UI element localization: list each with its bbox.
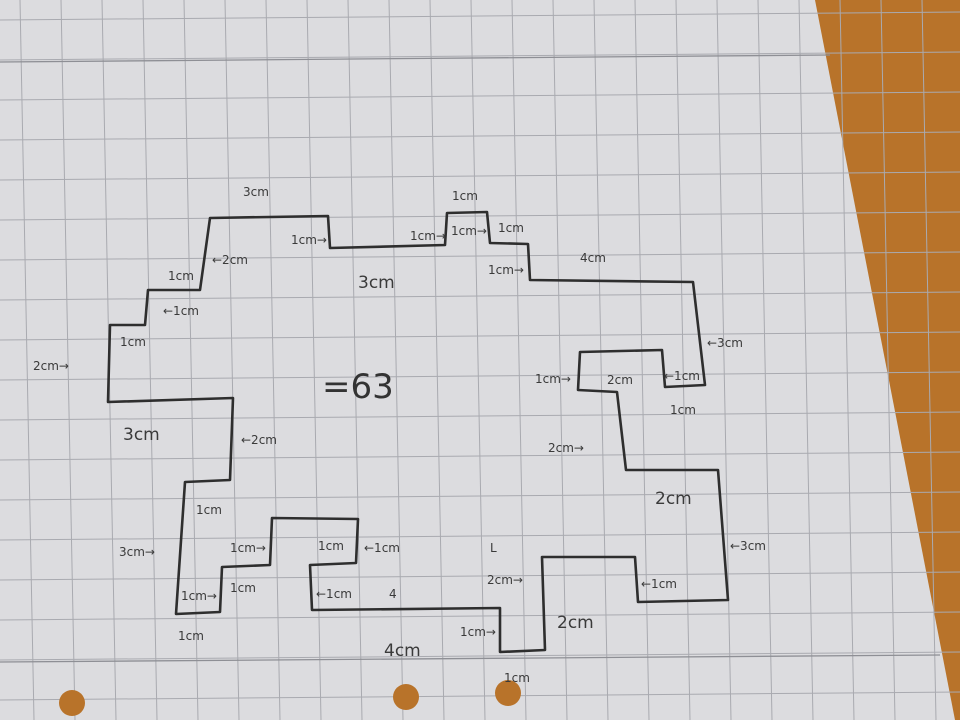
grid-line [0,171,960,181]
grid-line [347,0,363,720]
label: 2cm→ [487,573,523,587]
label: 2cm [607,373,633,387]
label: 4cm [384,641,421,661]
grid-line [593,0,609,720]
label: ←2cm [241,433,277,447]
rectilinear-shape-outline [106,210,730,654]
grid-line [60,0,76,720]
label: 1cm [504,671,530,685]
grid-line [183,0,199,720]
grid-line [0,91,960,101]
grid-line [880,0,896,720]
margin-line-top [0,54,831,63]
punch-hole [59,690,85,716]
grid-line [224,0,240,720]
label: 1cm→ [460,625,496,639]
measurement-labels: 3cm ←2cm 1cm ←1cm 1cm 2cm→ 1cm→ 1cm→ 1cm… [33,185,766,685]
label: 3cm [243,185,269,199]
label: 2cm [655,489,692,509]
label: 1cm [168,269,194,283]
grid-line [634,0,650,720]
grid-line [0,571,960,581]
label: 1cm→ [451,224,487,238]
grid-line [757,0,773,720]
label: 1cm→ [181,589,217,603]
grid-line [429,0,445,720]
label: 1cm [498,221,524,235]
label: 1cm [318,539,344,553]
grid-line [265,0,281,720]
grid-line [0,131,960,141]
label: ←1cm [664,369,700,383]
label: 4 [389,587,397,601]
label: 4cm [580,251,606,265]
grid-line [0,51,960,61]
label: 1cm [196,503,222,517]
label: 1cm [452,189,478,203]
grid-line [921,0,937,720]
grid-line [142,0,158,720]
label: 3cm [358,273,395,293]
label: 3cm→ [119,545,155,559]
label: 1cm [670,403,696,417]
grid-line [0,451,960,461]
grid-line [0,651,960,661]
grid-line [511,0,527,720]
grid-line [0,531,960,541]
grid-line [0,211,960,221]
label: 2cm [557,613,594,633]
grid-line [0,611,960,621]
label: ←1cm [316,587,352,601]
grid-line [306,0,322,720]
grid-line [0,691,960,701]
grid-line [0,291,960,301]
punch-hole [393,684,419,710]
label: 1cm [178,629,204,643]
label: 1cm→ [291,233,327,247]
grid-line [0,411,960,421]
label: 1cm→ [410,229,446,243]
corner-mark: L [490,541,497,555]
grid-line [0,491,960,501]
punch-hole [495,680,521,706]
label: 1cm [120,335,146,349]
grid-line [0,331,960,341]
grid-line [0,371,960,381]
label: 1cm→ [230,541,266,555]
label: 1cm→ [535,372,571,386]
grid-line [470,0,486,720]
label: 1cm→ [488,263,524,277]
label: 3cm [123,425,160,445]
grid-line [388,0,404,720]
total-area-text: =63 [322,367,394,407]
label: ←3cm [707,336,743,350]
label: ←3cm [730,539,766,553]
grid-line [839,0,855,720]
label: 1cm [230,581,256,595]
grid-line [798,0,814,720]
grid-line [19,0,35,720]
grid-line [552,0,568,720]
margin-line-bottom [0,654,941,663]
label: ←1cm [163,304,199,318]
label: ←2cm [212,253,248,267]
label: ←1cm [364,541,400,555]
label: 2cm→ [548,441,584,455]
label: ←1cm [641,577,677,591]
label: 2cm→ [33,359,69,373]
grid-line [0,251,960,261]
grid-line [0,11,960,21]
